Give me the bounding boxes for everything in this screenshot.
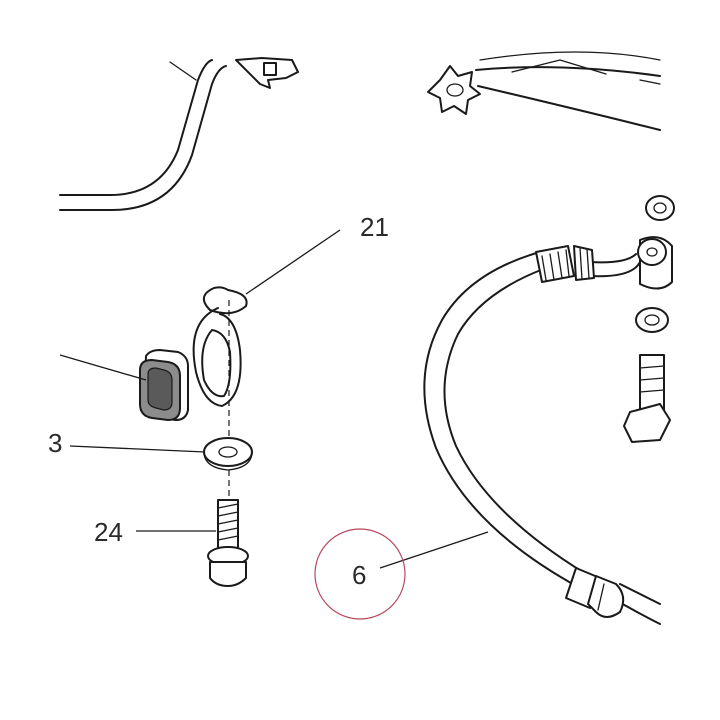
washer (203, 437, 253, 471)
callout-21[interactable]: 21 (360, 212, 389, 242)
housing-fragment (475, 51, 661, 131)
star-knob (427, 65, 481, 115)
leader-grommet (59, 354, 147, 381)
leader-washer (69, 445, 206, 453)
clip-fragment (235, 57, 299, 89)
highlight-ring (314, 528, 406, 620)
wire-clip-21 (192, 286, 248, 407)
callout-24[interactable]: 24 (94, 517, 123, 547)
leader-6 (379, 531, 489, 569)
leader-21 (245, 229, 341, 295)
banjo-fitting-assembly (623, 195, 675, 443)
hose-crimp-fitting-top (535, 245, 595, 283)
flange-bolt-24 (207, 499, 249, 587)
frame-tube-fragment (59, 59, 227, 211)
brake-hose (423, 251, 661, 625)
callout-partial: 3 (48, 428, 62, 458)
hose-grommet-bottom (565, 567, 625, 618)
callout-6[interactable]: 6 (352, 560, 366, 590)
rubber-grommet (139, 349, 189, 422)
